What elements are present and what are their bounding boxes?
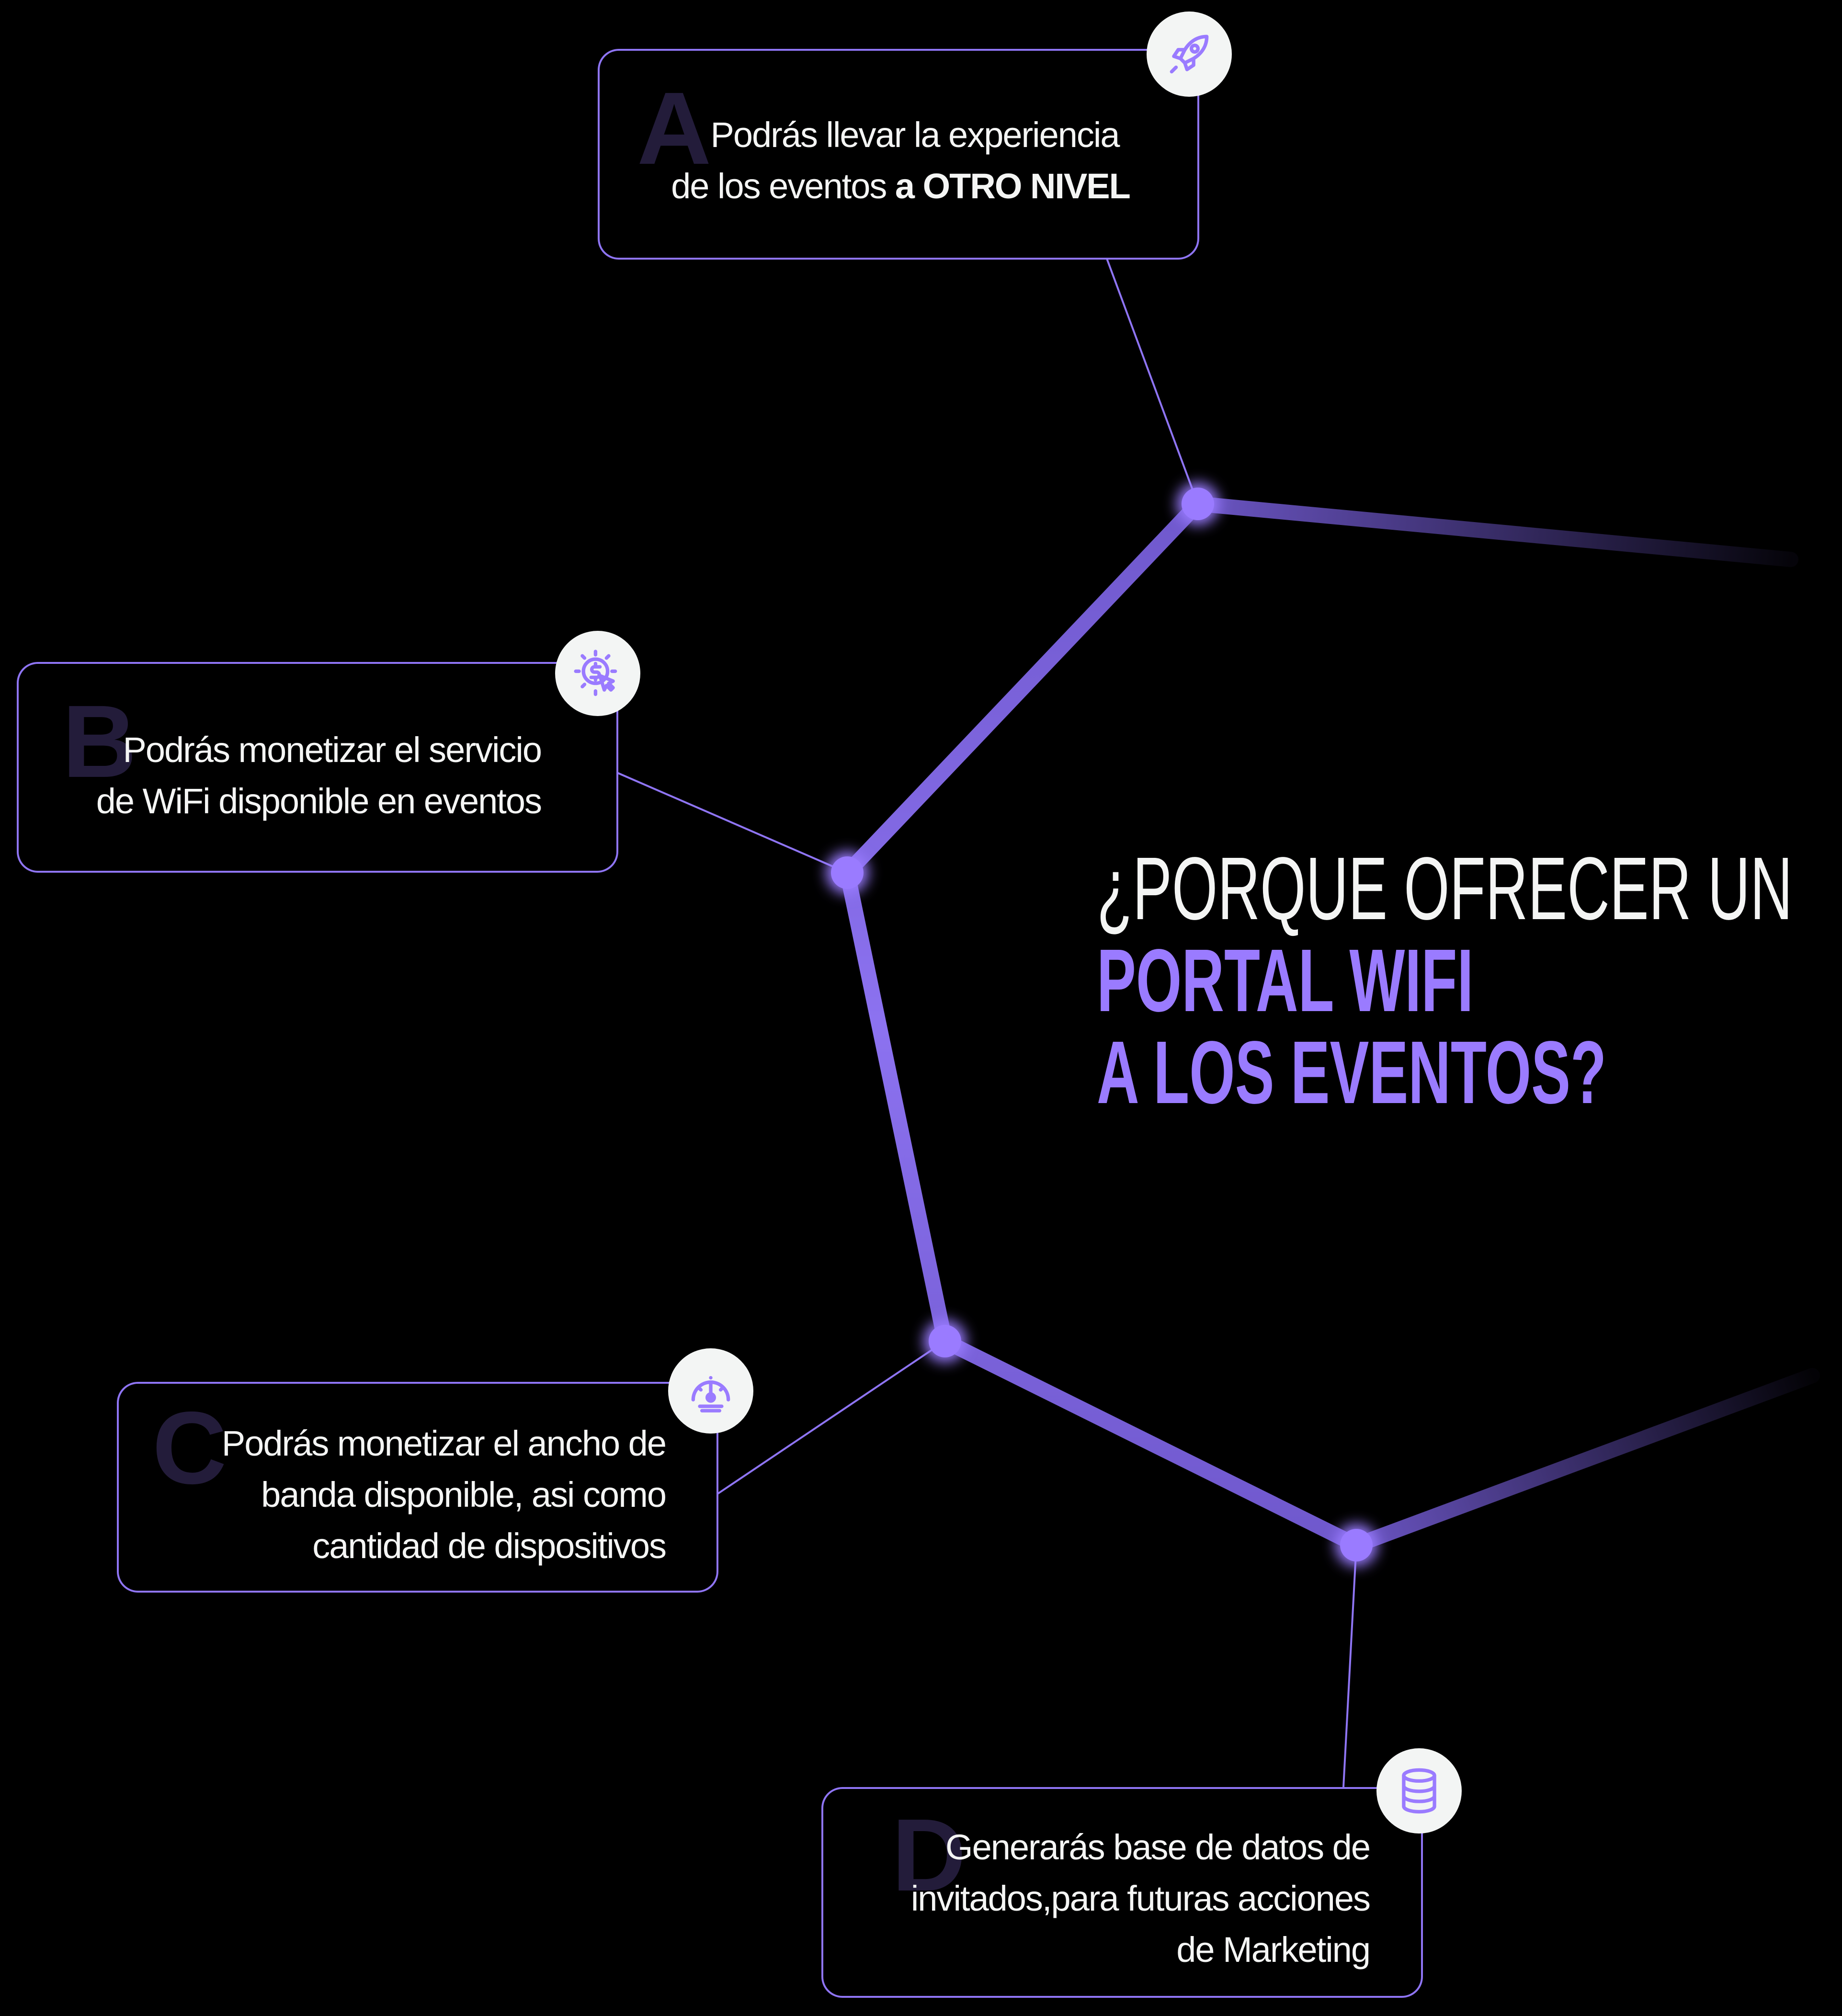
database-icon [1376,1748,1462,1834]
card-d-line3: de Marketing [1176,1930,1371,1970]
card-d [821,1787,1423,1998]
card-b-line2: de WiFi disponible en eventos [96,781,542,821]
card-d-line1: Generarás base de datos de [945,1827,1371,1867]
card-d-letter: D [892,1797,966,1913]
card-c-letter: C [152,1390,227,1505]
card-c-line1: Podrás monetizar el ancho de [221,1424,667,1463]
spoke-a [1106,258,1199,504]
path-tail-bottom [1349,1368,1820,1553]
card-b-text: Podrás monetizar el servicio de WiFi dis… [48,724,542,827]
page-title: ¿PORQUE OFRECER UN PORTAL WIFI A LOS EVE… [1097,843,1793,1119]
speedometer-icon [668,1348,753,1434]
path-tail-top [1190,496,1798,567]
rocket-icon [1147,11,1232,97]
spoke-b [616,772,848,874]
card-c-line2: banda disponible, asi como [261,1475,667,1515]
card-c-line3: cantidad de dispositivos [312,1526,667,1566]
card-c-text: Podrás monetizar el ancho de banda dispo… [144,1418,667,1572]
card-a-text: Podrás llevar la experiencia de los even… [642,109,1159,212]
node-d [1335,1524,1377,1566]
card-a-line2-prefix: de los eventos [671,166,895,206]
card-a-line2-bold: a OTRO NIVEL [895,166,1131,206]
node-b [826,852,868,894]
money-click-icon [555,631,640,716]
title-line1: ¿PORQUE OFRECER UN [1097,839,1793,938]
card-d-line2: invitados,para futuras acciones [910,1879,1371,1918]
main-path [840,496,1364,1553]
spoke-c [716,1340,946,1495]
spoke-d [1342,1545,1357,1788]
card-a-line2: de los eventos a OTRO NIVEL [642,160,1159,212]
card-c [117,1382,718,1593]
node-a [1177,483,1219,525]
title-line2: PORTAL WIFI [1097,931,1474,1030]
card-b-line1: Podrás monetizar el servicio [123,730,542,770]
card-b-letter: B [62,683,136,799]
title-line3: A LOS EVENTOS? [1097,1023,1607,1122]
node-c [924,1320,966,1362]
card-d-text: Generarás base de datos de invitados,par… [843,1822,1371,1975]
card-a [598,49,1199,260]
card-a-letter: A [637,70,711,186]
card-a-line1: Podrás llevar la experiencia [710,115,1120,155]
card-b [17,662,618,873]
